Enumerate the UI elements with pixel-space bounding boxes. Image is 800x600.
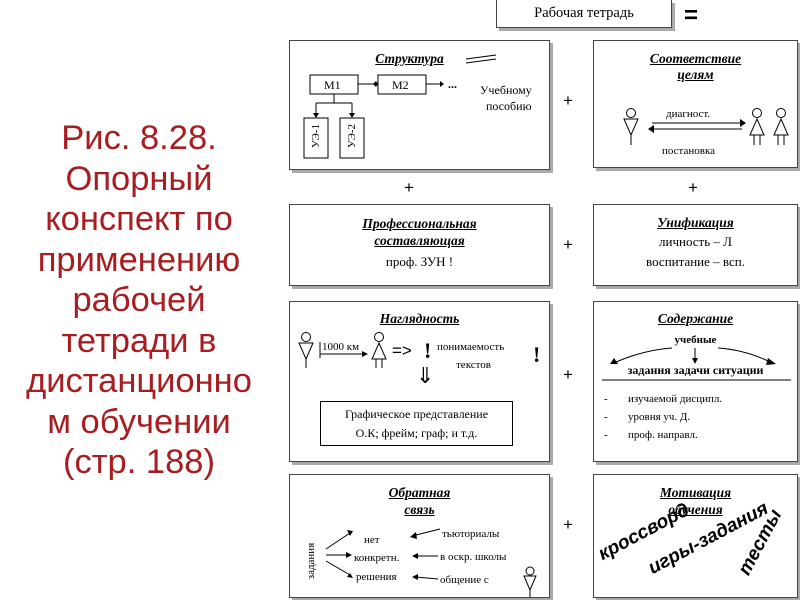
- visibility-excl2: !: [533, 342, 541, 367]
- visibility-excl: !: [424, 338, 432, 363]
- plus-col-left-1: +: [404, 178, 414, 197]
- caption-line: тетради в: [61, 321, 217, 360]
- feedback-title-2: связь: [404, 502, 435, 517]
- content-bullet: -: [604, 429, 608, 441]
- content-item: изучаемой дисципл.: [628, 393, 723, 405]
- motivation-box: Мотивация обучения кроссворд игры-задани…: [593, 474, 798, 598]
- professional-box: Профессиональная составляющая проф. ЗУН …: [289, 204, 550, 286]
- header-label: Рабочая тетрадь: [534, 5, 634, 21]
- content-graphics: [602, 347, 791, 381]
- structure-box: Структура М1 М2 ... Учебному пособию УЭ-…: [289, 40, 550, 170]
- plus-row3: +: [563, 365, 573, 384]
- header-equals: =: [684, 2, 699, 29]
- visibility-title: Наглядность: [379, 311, 460, 326]
- goals-postanovka: постановка: [662, 145, 716, 157]
- visibility-arrow: =>: [392, 341, 412, 360]
- structure-title: Структура: [375, 51, 444, 66]
- structure-m1: М1: [324, 78, 341, 92]
- caption-line: Рис. 8.28.: [61, 119, 217, 157]
- feedback-right: в оскр. школы: [440, 551, 507, 563]
- feedback-left: нет: [364, 534, 380, 546]
- feedback-box: Обратная связь задания нет конкретн. реш…: [289, 474, 550, 598]
- visibility-down-arrow: ⇓: [416, 364, 435, 389]
- visibility-graphics: [298, 332, 387, 368]
- figure-caption: Рис. 8.28. Опорный конспект по применени…: [8, 118, 270, 483]
- motivation-title-1: Мотивация: [659, 485, 732, 500]
- visibility-km: 1000 км: [322, 341, 360, 353]
- caption-line: дистанционно: [26, 362, 252, 400]
- caption-line: Опорный: [65, 159, 213, 198]
- plus-row4: +: [563, 515, 573, 534]
- goals-title-1: Соответствие: [649, 51, 742, 66]
- visibility-graph-2: О.К; фрейм; граф; и т.д.: [355, 426, 478, 440]
- content-bullet: -: [604, 393, 608, 405]
- goals-graphics: [623, 108, 789, 145]
- feedback-right: тьюториалы: [442, 528, 500, 540]
- plus-col-right-1: +: [688, 178, 698, 197]
- content-bullet: -: [604, 411, 608, 423]
- caption-line: м обучении: [47, 402, 231, 441]
- unification-title: Унификация: [657, 215, 734, 230]
- visibility-understand-2: текстов: [456, 359, 491, 371]
- feedback-left: решения: [356, 571, 397, 583]
- professional-title-1: Профессиональная: [362, 216, 477, 231]
- content-item: проф. направл.: [628, 429, 698, 441]
- content-uchebnye: учебные: [674, 334, 717, 346]
- structure-graphics: [303, 54, 497, 159]
- structure-uchebnomu: Учебному: [480, 83, 532, 97]
- caption-line: конспект по: [45, 200, 233, 238]
- unification-line2: воспитание – всп.: [646, 254, 745, 269]
- structure-m2: М2: [392, 78, 409, 92]
- goals-title-2: целям: [677, 67, 714, 82]
- professional-text: проф. ЗУН !: [385, 254, 454, 269]
- feedback-graphics: [325, 528, 537, 597]
- caption-line: (стр. 188): [63, 443, 215, 481]
- unification-box: Унификация личность – Л воспитание – всп…: [593, 204, 798, 286]
- structure-ue2: УЭ-2: [346, 123, 358, 149]
- plus-row1: +: [563, 91, 573, 110]
- visibility-graph-1: Графическое представление: [344, 407, 489, 421]
- professional-title-2: составляющая: [374, 233, 465, 248]
- caption-line: применению: [37, 240, 241, 279]
- visibility-understand-1: понимаемость: [437, 341, 505, 353]
- header-box: Рабочая тетрадь: [496, 0, 672, 28]
- content-item: уровня уч. Д.: [628, 411, 691, 423]
- content-box: Содержание учебные задания задачи ситуац…: [593, 301, 798, 462]
- goals-box: Соответствие целям диагност. постановка: [593, 40, 798, 168]
- caption-line: рабочей: [72, 281, 206, 319]
- content-title: Содержание: [657, 311, 734, 326]
- structure-ue1: УЭ-1: [310, 123, 322, 149]
- goals-diagnost: диагност.: [666, 108, 711, 120]
- content-tasks: задания задачи ситуации: [627, 363, 764, 377]
- structure-posobiyu: пособию: [486, 99, 532, 113]
- structure-dots: ...: [448, 77, 457, 91]
- feedback-right: общение с: [440, 574, 489, 586]
- visibility-graph-box: Графическое представление О.К; фрейм; гр…: [320, 401, 513, 446]
- feedback-title-1: Обратная: [388, 485, 451, 500]
- plus-row2: +: [563, 235, 573, 254]
- feedback-left: конкретн.: [354, 552, 400, 564]
- motivation-title-2: обучения: [668, 502, 723, 517]
- visibility-box: Наглядность 1000 км => ! понимаемость те…: [289, 301, 550, 462]
- unification-line1: личность – Л: [659, 234, 732, 249]
